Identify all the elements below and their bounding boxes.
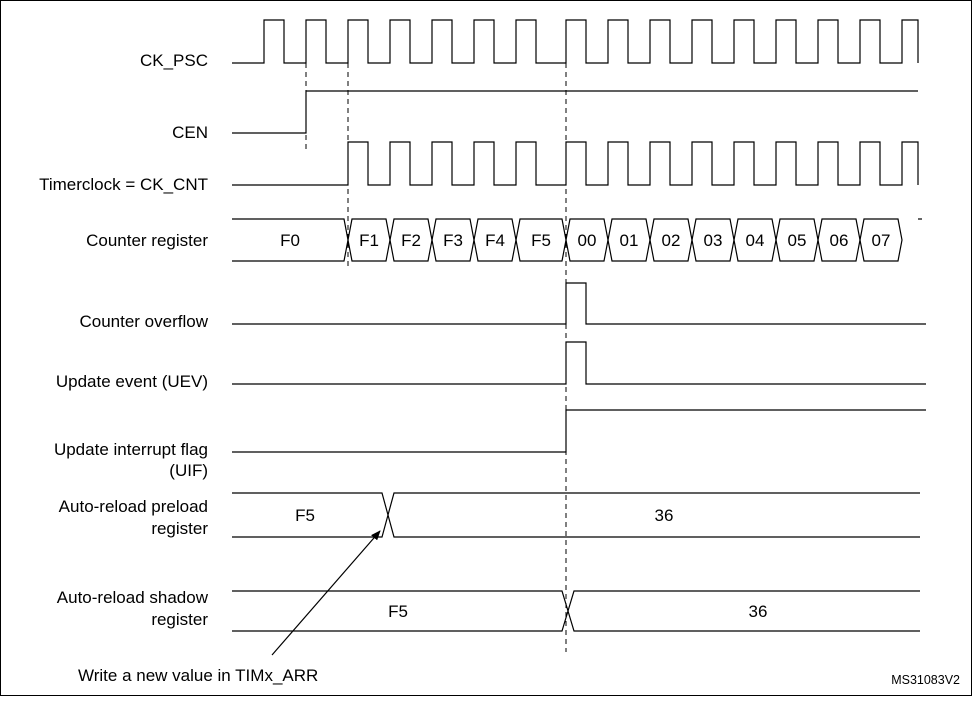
preload-register-bus [232,492,920,538]
counter-value-5: F5 [531,231,551,250]
shadow-register-bus [232,590,920,632]
preload-old-value: F5 [295,506,315,525]
counter-value-9: 03 [704,231,723,250]
label-uif-line2: (UIF) [169,461,208,480]
label-shadow-line1: Auto-reload shadow [57,588,209,607]
counter-overflow-waveform [232,282,926,325]
counter-register-bus: F0 F1 F2 F3 F4 F5 00 01 02 03 04 05 06 07 [232,218,922,262]
shadow-old-value: F5 [388,602,408,621]
label-counter-register: Counter register [86,231,208,250]
label-ck-cnt: Timerclock = CK_CNT [39,175,208,194]
label-update-event: Update event (UEV) [56,372,208,391]
counter-value-10: 04 [746,231,765,250]
label-shadow-line2: register [151,610,208,629]
counter-value-4: F4 [485,231,505,250]
label-counter-overflow: Counter overflow [79,312,208,331]
update-event-waveform [232,341,926,385]
label-ck-psc: CK_PSC [140,51,208,70]
counter-value-8: 02 [662,231,681,250]
uif-waveform [232,409,926,453]
ck-cnt-waveform [232,141,919,186]
counter-value-12: 06 [830,231,849,250]
label-preload-line1: Auto-reload preload [59,497,208,516]
counter-value-2: F2 [401,231,421,250]
preload-new-value: 36 [655,506,674,525]
shadow-new-value: 36 [749,602,768,621]
figure-reference: MS31083V2 [891,673,960,687]
counter-value-7: 01 [620,231,639,250]
label-cen: CEN [172,123,208,142]
label-uif-line1: Update interrupt flag [54,440,208,459]
label-preload-line2: register [151,519,208,538]
counter-value-3: F3 [443,231,463,250]
annotation-arrow [271,530,381,656]
ck-psc-waveform [232,19,919,64]
counter-value-0: F0 [280,231,300,250]
counter-value-6: 00 [578,231,597,250]
annotation-text: Write a new value in TIMx_ARR [78,666,318,685]
counter-value-13: 07 [872,231,891,250]
counter-value-1: F1 [359,231,379,250]
counter-value-11: 05 [788,231,807,250]
cen-waveform [232,90,918,134]
counter-segment-13 [859,218,903,262]
